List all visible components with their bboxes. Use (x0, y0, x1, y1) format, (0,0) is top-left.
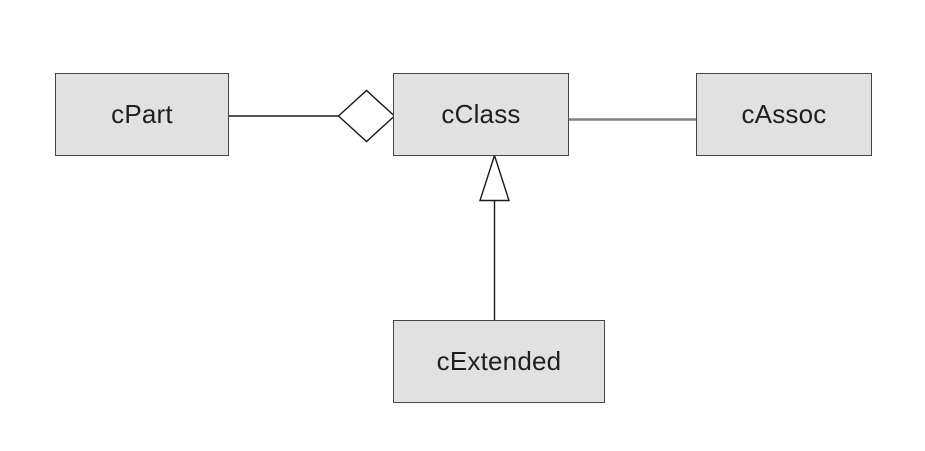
class-node-label: cAssoc (741, 99, 827, 129)
class-node-label: cPart (111, 99, 173, 129)
class-node-cextended[interactable]: cExtended (393, 320, 605, 403)
aggregation-diamond-icon (337, 89, 396, 143)
class-node-cassoc[interactable]: cAssoc (696, 73, 872, 156)
class-node-cpart[interactable]: cPart (55, 73, 229, 156)
class-node-label: cExtended (436, 346, 562, 376)
class-node-label: cClass (441, 99, 521, 129)
class-node-cclass[interactable]: cClass (393, 73, 569, 156)
generalization-triangle-icon (479, 153, 510, 202)
